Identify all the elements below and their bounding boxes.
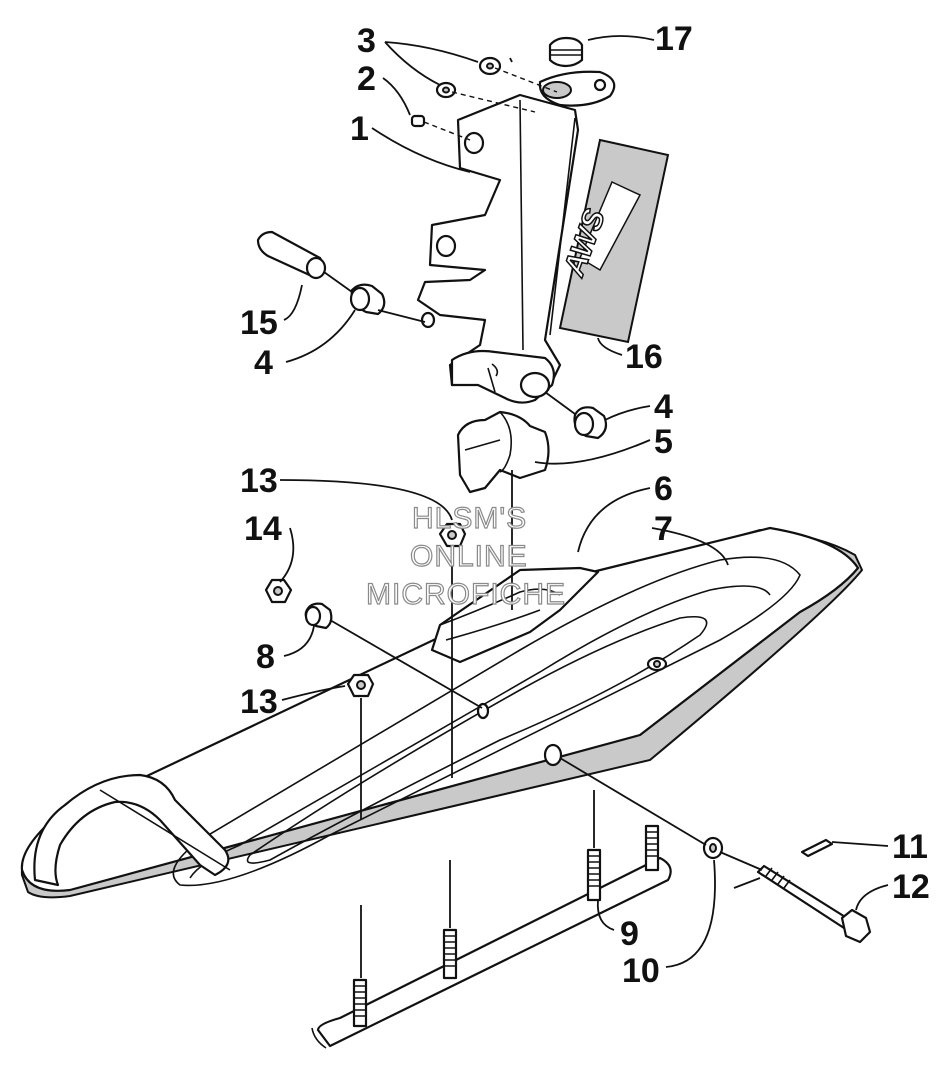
watermark: HLSM'S ONLINE MICROFICHE [365, 501, 566, 611]
callout-9: 9 [620, 915, 639, 953]
callout-15: 15 [240, 304, 278, 342]
callout-1: 1 [350, 110, 369, 148]
callout-12: 12 [892, 868, 930, 906]
wear-bar [311, 824, 672, 1049]
callout-16: 16 [625, 338, 663, 376]
spindle [416, 70, 616, 404]
ski-bracket [430, 566, 600, 664]
saddle [456, 410, 550, 494]
callout-4-right: 4 [654, 388, 673, 426]
callout-4-left: 4 [254, 344, 273, 382]
watermark-line-3: MICROFICHE [366, 578, 566, 611]
callout-14: 14 [244, 510, 282, 548]
leader-lines [279, 35, 889, 968]
callout-2: 2 [357, 60, 376, 98]
callout-8: 8 [256, 638, 275, 676]
callout-6: 6 [654, 470, 673, 508]
callout-labels: 3 2 1 17 15 4 16 4 5 13 6 14 7 8 13 11 1… [240, 20, 930, 990]
callout-13-bottom: 13 [240, 683, 278, 721]
hardware [256, 36, 872, 944]
watermark-line-1: HLSM'S [412, 502, 527, 535]
callout-7: 7 [654, 510, 673, 548]
watermark-line-2: ONLINE [410, 540, 528, 573]
callout-11: 11 [892, 828, 928, 866]
callout-5: 5 [654, 423, 673, 461]
callout-13-top: 13 [240, 462, 278, 500]
aws-decal: AWS [556, 138, 670, 344]
callout-3: 3 [357, 22, 376, 60]
ski-body [20, 526, 864, 899]
assembly-lines [323, 57, 763, 978]
callout-17: 17 [655, 20, 693, 58]
callout-10: 10 [622, 952, 660, 990]
